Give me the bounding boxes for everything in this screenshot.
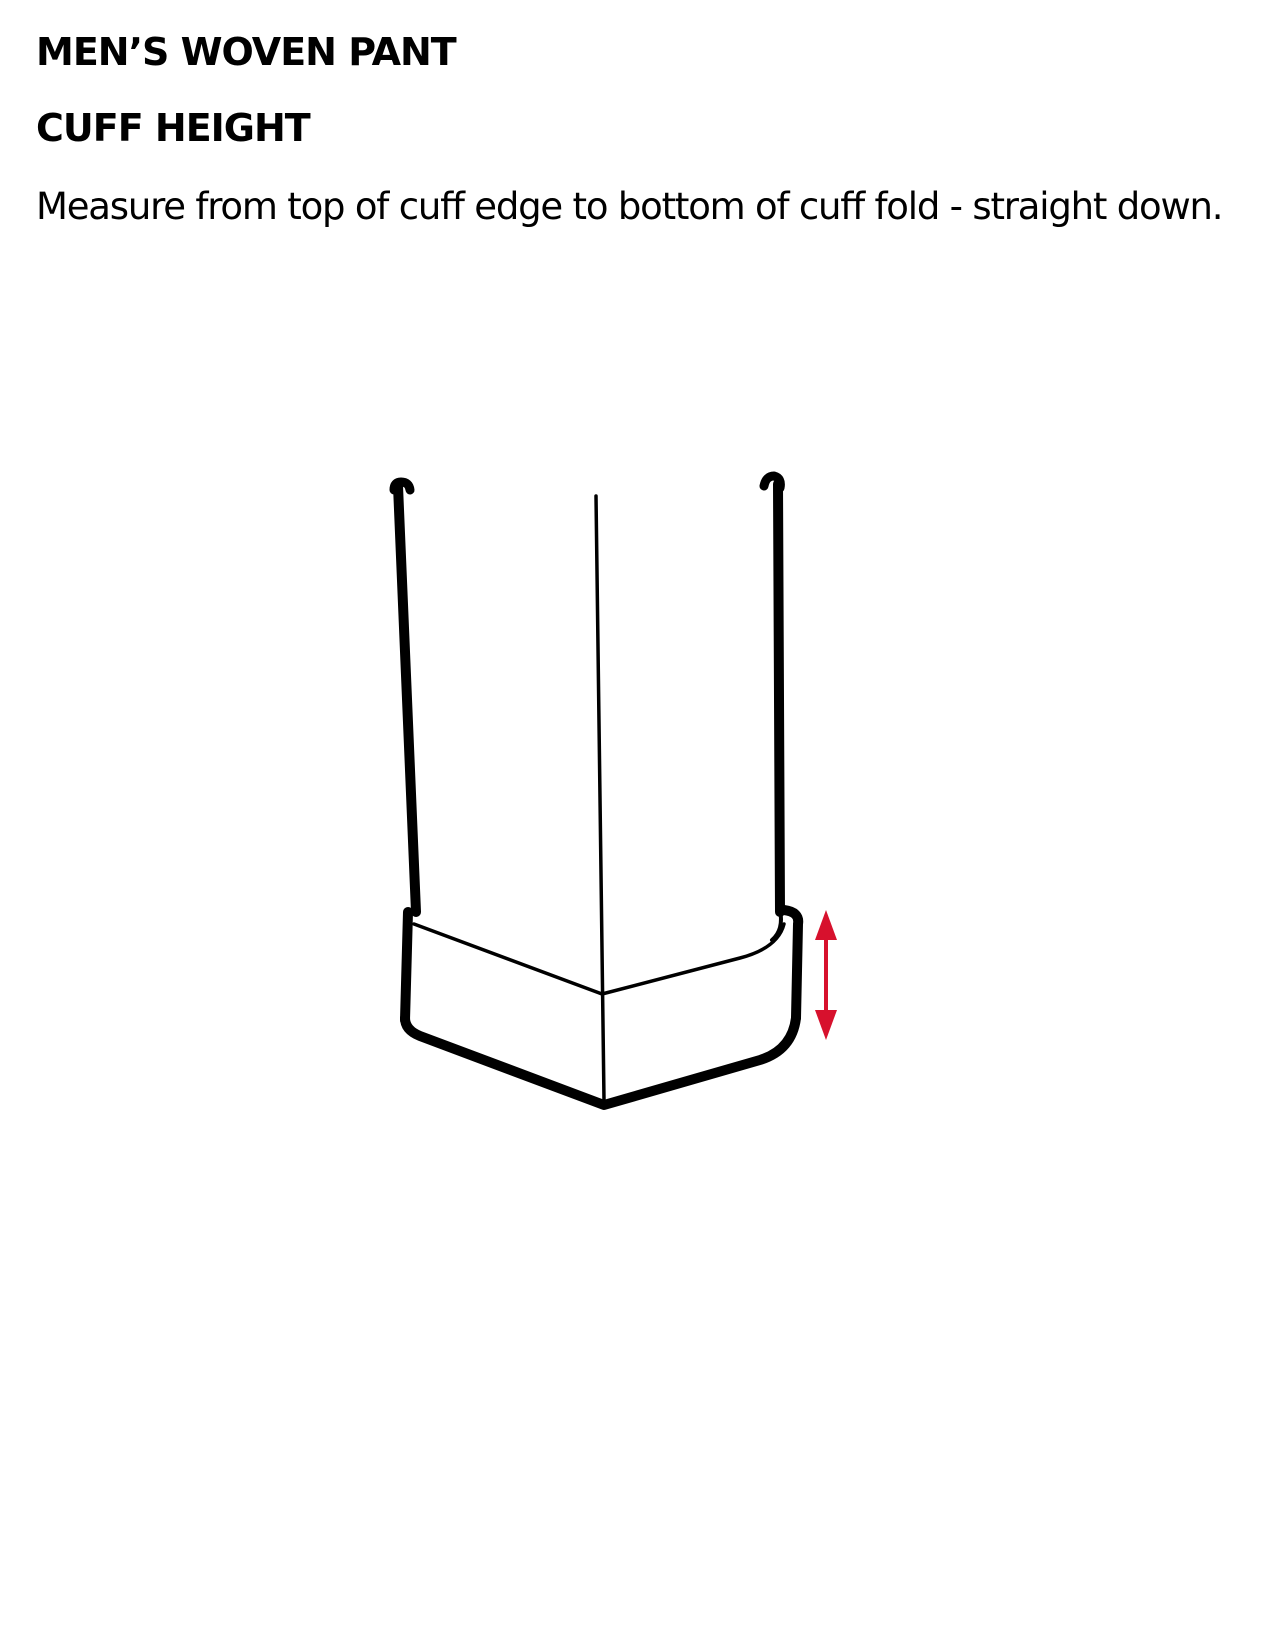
cuff-bottom-fold [400, 1013, 801, 1110]
document-title: MEN’S WOVEN PANT [36, 30, 457, 74]
section-title: CUFF HEIGHT [36, 106, 311, 150]
measurement-instruction: Measure from top of cuff edge to bottom … [36, 185, 1224, 228]
cuff-right-side [779, 905, 804, 1023]
center-crease [594, 494, 606, 1102]
cuff-top-edge [412, 922, 786, 996]
measurement-arrow-head-bottom [815, 1010, 837, 1040]
cuff-left-side [400, 907, 413, 1025]
right-leg-line [773, 479, 785, 917]
cuff-right-inner-curve [770, 908, 783, 942]
pant-leg-drawing [389, 471, 804, 1110]
measurement-arrow [815, 910, 837, 1040]
measurement-arrow-head-top [815, 910, 837, 940]
left-leg-line [393, 481, 421, 917]
